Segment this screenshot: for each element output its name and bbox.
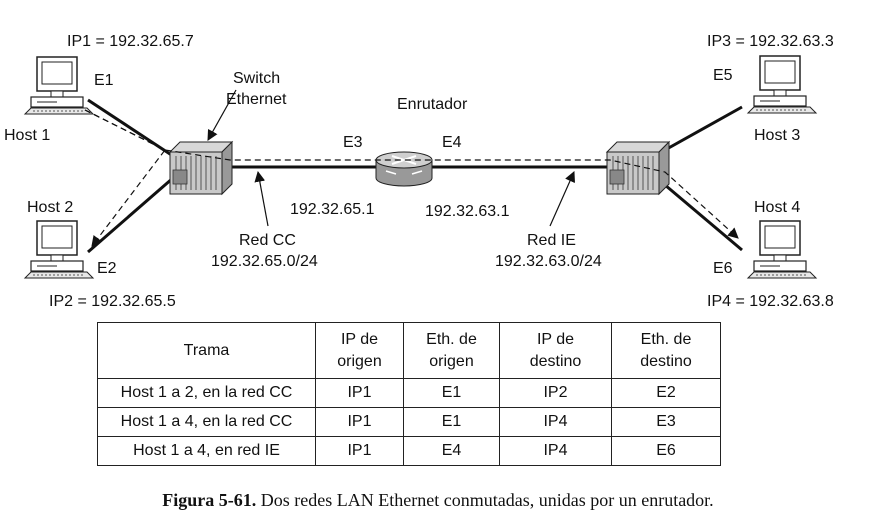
figure-text: Dos redes LAN Ethernet conmutadas, unida… xyxy=(260,490,714,510)
cell-ip-origen: IP1 xyxy=(315,407,404,437)
switch-label-line2: Ethernet xyxy=(226,91,287,108)
router-port-right: E4 xyxy=(442,134,462,151)
cell-trama: Host 1 a 2, en la red CC xyxy=(97,378,316,408)
host3-eth: E5 xyxy=(713,67,733,84)
host2-name: Host 2 xyxy=(27,199,73,216)
router-ip-left: 192.32.65.1 xyxy=(290,201,375,218)
cell-ip-destino: IP4 xyxy=(499,436,612,466)
cell-eth-origen: E1 xyxy=(403,378,500,408)
host1-eth: E1 xyxy=(94,72,114,89)
table-row: Host 1 a 2, en la red CC IP1 E1 IP2 E2 xyxy=(97,378,721,408)
cell-eth-destino: E3 xyxy=(611,407,721,437)
cell-eth-destino: E2 xyxy=(611,378,721,408)
callout-arrows xyxy=(207,89,575,227)
network-diagram: IP1 = 192.32.65.7 E1 Host 1 Host 2 E2 IP… xyxy=(4,33,834,310)
host2-computer-icon xyxy=(24,220,94,279)
cell-eth-origen: E1 xyxy=(403,407,500,437)
host3-name: Host 3 xyxy=(754,127,800,144)
net-ie-name: Red IE xyxy=(527,232,576,249)
switch-label-line1: Switch xyxy=(233,70,280,87)
header-trama: Trama xyxy=(97,322,316,379)
host4-computer-icon xyxy=(747,220,817,279)
router-port-left: E3 xyxy=(343,134,363,151)
host2-eth: E2 xyxy=(97,260,117,277)
switch-right-icon xyxy=(606,141,670,195)
host3-ip: IP3 = 192.32.63.3 xyxy=(707,33,834,50)
router-icon xyxy=(375,151,433,187)
cell-eth-origen: E4 xyxy=(403,436,500,466)
net-ie-prefix: 192.32.63.0/24 xyxy=(495,253,602,270)
host1-name: Host 1 xyxy=(4,127,50,144)
figure-number: Figura 5-61. xyxy=(162,490,257,510)
switch-left-icon xyxy=(169,141,233,195)
cell-trama: Host 1 a 4, en la red CC xyxy=(97,407,316,437)
host4-name: Host 4 xyxy=(754,199,800,216)
packet-paths xyxy=(84,109,739,247)
host1-computer-icon xyxy=(24,56,94,115)
host1-ip: IP1 = 192.32.65.7 xyxy=(67,33,194,50)
cell-ip-origen: IP1 xyxy=(315,436,404,466)
cell-ip-destino: IP4 xyxy=(499,407,612,437)
cell-trama: Host 1 a 4, en red IE xyxy=(97,436,316,466)
cell-ip-destino: IP2 xyxy=(499,378,612,408)
net-cc-prefix: 192.32.65.0/24 xyxy=(211,253,318,270)
router-ip-right: 192.32.63.1 xyxy=(425,203,510,220)
host4-eth: E6 xyxy=(713,260,733,277)
table-row: Host 1 a 4, en la red CC IP1 E1 IP4 E3 xyxy=(97,407,721,437)
router-label: Enrutador xyxy=(397,96,468,113)
cell-eth-destino: E6 xyxy=(611,436,721,466)
net-cc-name: Red CC xyxy=(239,232,296,249)
host3-computer-icon xyxy=(747,55,817,114)
table-row: Host 1 a 4, en red IE IP1 E4 IP4 E6 xyxy=(97,436,721,466)
figure-caption: Figura 5-61. Dos redes LAN Ethernet conm… xyxy=(0,490,876,511)
host4-ip: IP4 = 192.32.63.8 xyxy=(707,293,834,310)
cell-ip-origen: IP1 xyxy=(315,378,404,408)
host2-ip: IP2 = 192.32.65.5 xyxy=(49,293,176,310)
